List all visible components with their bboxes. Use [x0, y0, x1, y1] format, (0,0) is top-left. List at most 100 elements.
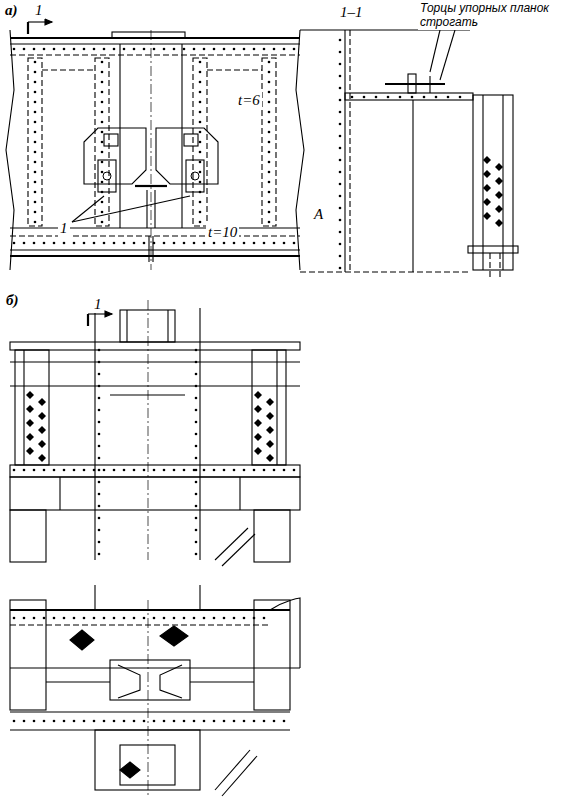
rivet-rows-stroke [253, 242, 256, 245]
rivet-rows-stroke [193, 469, 196, 472]
rivet-rows-stroke [268, 221, 271, 224]
rivet-rows-stroke [483, 212, 491, 220]
rivet-rows-stroke [483, 156, 491, 164]
rivet-rows-stroke [33, 617, 36, 620]
rivet-rows-stroke [268, 131, 271, 134]
rivet-rows-stroke [33, 48, 36, 51]
rivet-rows-stroke [195, 421, 198, 424]
rivet-rows-stroke [43, 720, 46, 723]
section-1-1-stroke [300, 29, 470, 30]
rivet-rows-stroke [268, 161, 271, 164]
plan-b-stroke [10, 667, 300, 668]
elevation-b-stroke [23, 350, 24, 465]
elevation-a-stroke [191, 172, 199, 180]
rivet-rows-stroke [195, 481, 198, 484]
rivet-rows-stroke [351, 96, 354, 99]
rivet-rows-stroke [73, 469, 76, 472]
thickness-dim: t=10 [206, 224, 239, 241]
rivet-rows-stroke [34, 131, 37, 134]
rivet-rows-stroke [199, 171, 202, 174]
rivet-rows-stroke [98, 433, 101, 436]
rivet-rows-stroke [98, 481, 101, 484]
rivet-rows-stroke [173, 48, 176, 51]
rivet-rows-stroke [26, 419, 34, 427]
rivet-rows-stroke [34, 141, 37, 144]
rivet-rows-stroke [63, 242, 66, 245]
plan-b-stroke [10, 609, 290, 611]
rivet-rows-stroke [254, 419, 262, 427]
rivet-rows-stroke [153, 48, 156, 51]
rivet-rows-stroke [233, 48, 236, 51]
rivet-rows-stroke [143, 720, 146, 723]
rivet-rows-stroke [268, 71, 271, 74]
rivet-rows-stroke [199, 61, 202, 64]
section-1-1-stroke [482, 95, 483, 270]
rivet-rows-stroke [63, 617, 66, 620]
rivet-rows-stroke [101, 171, 104, 174]
elevation-a-stroke [119, 44, 120, 228]
rivet-rows-stroke [98, 457, 101, 460]
elevation-b-stroke [10, 385, 300, 386]
rivet-rows-stroke [34, 181, 37, 184]
rivet-rows-stroke [339, 243, 342, 246]
rivet-rows-stroke [43, 617, 46, 620]
rivet-rows-stroke [98, 517, 101, 520]
rivet-rows-stroke [199, 221, 202, 224]
rivet-rows-stroke [93, 469, 96, 472]
rivet-rows-stroke [13, 48, 16, 51]
rivet-rows-stroke [483, 170, 491, 178]
rivet-rows-stroke [83, 617, 86, 620]
rivet-rows-stroke [143, 469, 146, 472]
rivet-rows-stroke [133, 242, 136, 245]
section-1-1-stroke [468, 246, 518, 253]
rivet-rows-stroke [26, 447, 34, 455]
elevation-a-stroke [6, 30, 14, 270]
rivet-rows-stroke [38, 412, 46, 420]
section-title: 1–1 [338, 4, 365, 21]
rivet-rows-stroke [243, 469, 246, 472]
rivet-rows-stroke [101, 121, 104, 124]
rivet-rows-stroke [268, 191, 271, 194]
rivet-rows-stroke [339, 147, 342, 150]
rivet-rows-stroke [195, 385, 198, 388]
rivet-rows-stroke [101, 71, 104, 74]
rivet-rows-stroke [53, 48, 56, 51]
rivet-rows-stroke [183, 48, 186, 51]
rivet-rows-stroke [34, 171, 37, 174]
rivet-rows-stroke [13, 720, 16, 723]
rivet-rows-stroke [98, 385, 101, 388]
rivet-rows-stroke [195, 397, 198, 400]
rivet-rows-stroke [195, 541, 198, 544]
rivet-rows-stroke [199, 101, 202, 104]
rivet-rows-stroke [293, 242, 296, 245]
rivet-rows-stroke [34, 221, 37, 224]
rivet-rows-stroke [34, 201, 37, 204]
section-1-1-stroke [385, 83, 445, 85]
rivet-rows-stroke [93, 242, 96, 245]
elevation-a-stroke [181, 44, 182, 228]
elevation-a-stroke [156, 128, 218, 184]
rivet-rows-stroke [23, 617, 26, 620]
rivet-rows-stroke [339, 231, 342, 234]
rivet-rows-stroke [101, 111, 104, 114]
rivet-rows-stroke [266, 398, 274, 406]
rivet-rows-stroke [339, 51, 342, 54]
rivet-rows-stroke [101, 151, 104, 154]
rivet-rows-stroke [266, 412, 274, 420]
rivet-rows-stroke [101, 191, 104, 194]
rivet-rows-stroke [26, 391, 34, 399]
rivet-rows-stroke [268, 61, 271, 64]
rivet-rows-stroke [38, 426, 46, 434]
rivet-rows-stroke [273, 469, 276, 472]
rivet-rows-stroke [213, 242, 216, 245]
panel-letter: б) [4, 292, 20, 309]
rivet-rows-stroke [23, 242, 26, 245]
rivet-rows-stroke [254, 405, 262, 413]
rivet-rows-stroke [203, 617, 206, 620]
rivet-rows-stroke [98, 505, 101, 508]
rivet-rows-stroke [98, 541, 101, 544]
plan-b-stroke [120, 762, 140, 778]
rivet-rows-stroke [199, 181, 202, 184]
plan-b-stroke [70, 630, 94, 650]
plan-b-stroke [94, 585, 95, 610]
